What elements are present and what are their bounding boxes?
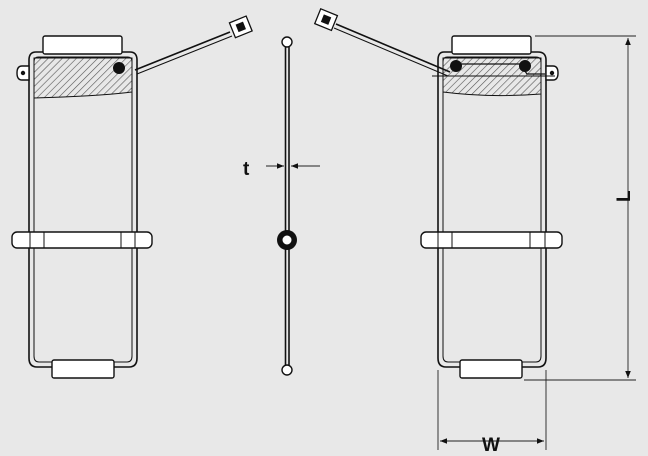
thickness-label: t bbox=[243, 159, 250, 180]
heater-outer-loop-right bbox=[437, 51, 547, 368]
terminal-dot-right-b bbox=[519, 60, 531, 72]
mount-hole-right bbox=[549, 70, 555, 76]
width-label: W bbox=[482, 435, 500, 456]
heater-inner-loop-left bbox=[33, 56, 133, 363]
top-clamp-right bbox=[451, 35, 532, 55]
middle-crossbar-left bbox=[11, 231, 153, 249]
front-view-right bbox=[313, 7, 563, 379]
bottom-clamp-right bbox=[459, 359, 523, 379]
terminal-dot-left bbox=[113, 62, 125, 74]
heater-inner-loop-right bbox=[442, 56, 542, 363]
middle-crossbar-right bbox=[420, 231, 563, 249]
lead-wire-right bbox=[335, 23, 451, 73]
front-view-left bbox=[11, 15, 253, 379]
length-dimension: L bbox=[524, 35, 636, 381]
side-top-eye bbox=[281, 36, 293, 48]
mount-hole-left bbox=[20, 70, 26, 76]
heater-outer-loop-left bbox=[28, 51, 138, 368]
top-clamp-left bbox=[42, 35, 123, 55]
connector-plug-right bbox=[313, 7, 339, 32]
width-dimension: W bbox=[437, 370, 547, 456]
terminal-dot-right-a bbox=[450, 60, 462, 72]
lead-wire-left bbox=[134, 31, 231, 71]
bottom-clamp-left bbox=[51, 359, 115, 379]
hatched-terminal-right bbox=[442, 57, 542, 97]
connector-plug-left bbox=[228, 15, 253, 39]
side-bottom-eye bbox=[281, 364, 293, 376]
side-view: t bbox=[243, 36, 320, 376]
length-label: L bbox=[614, 190, 635, 202]
hatched-terminal-left bbox=[33, 57, 133, 99]
